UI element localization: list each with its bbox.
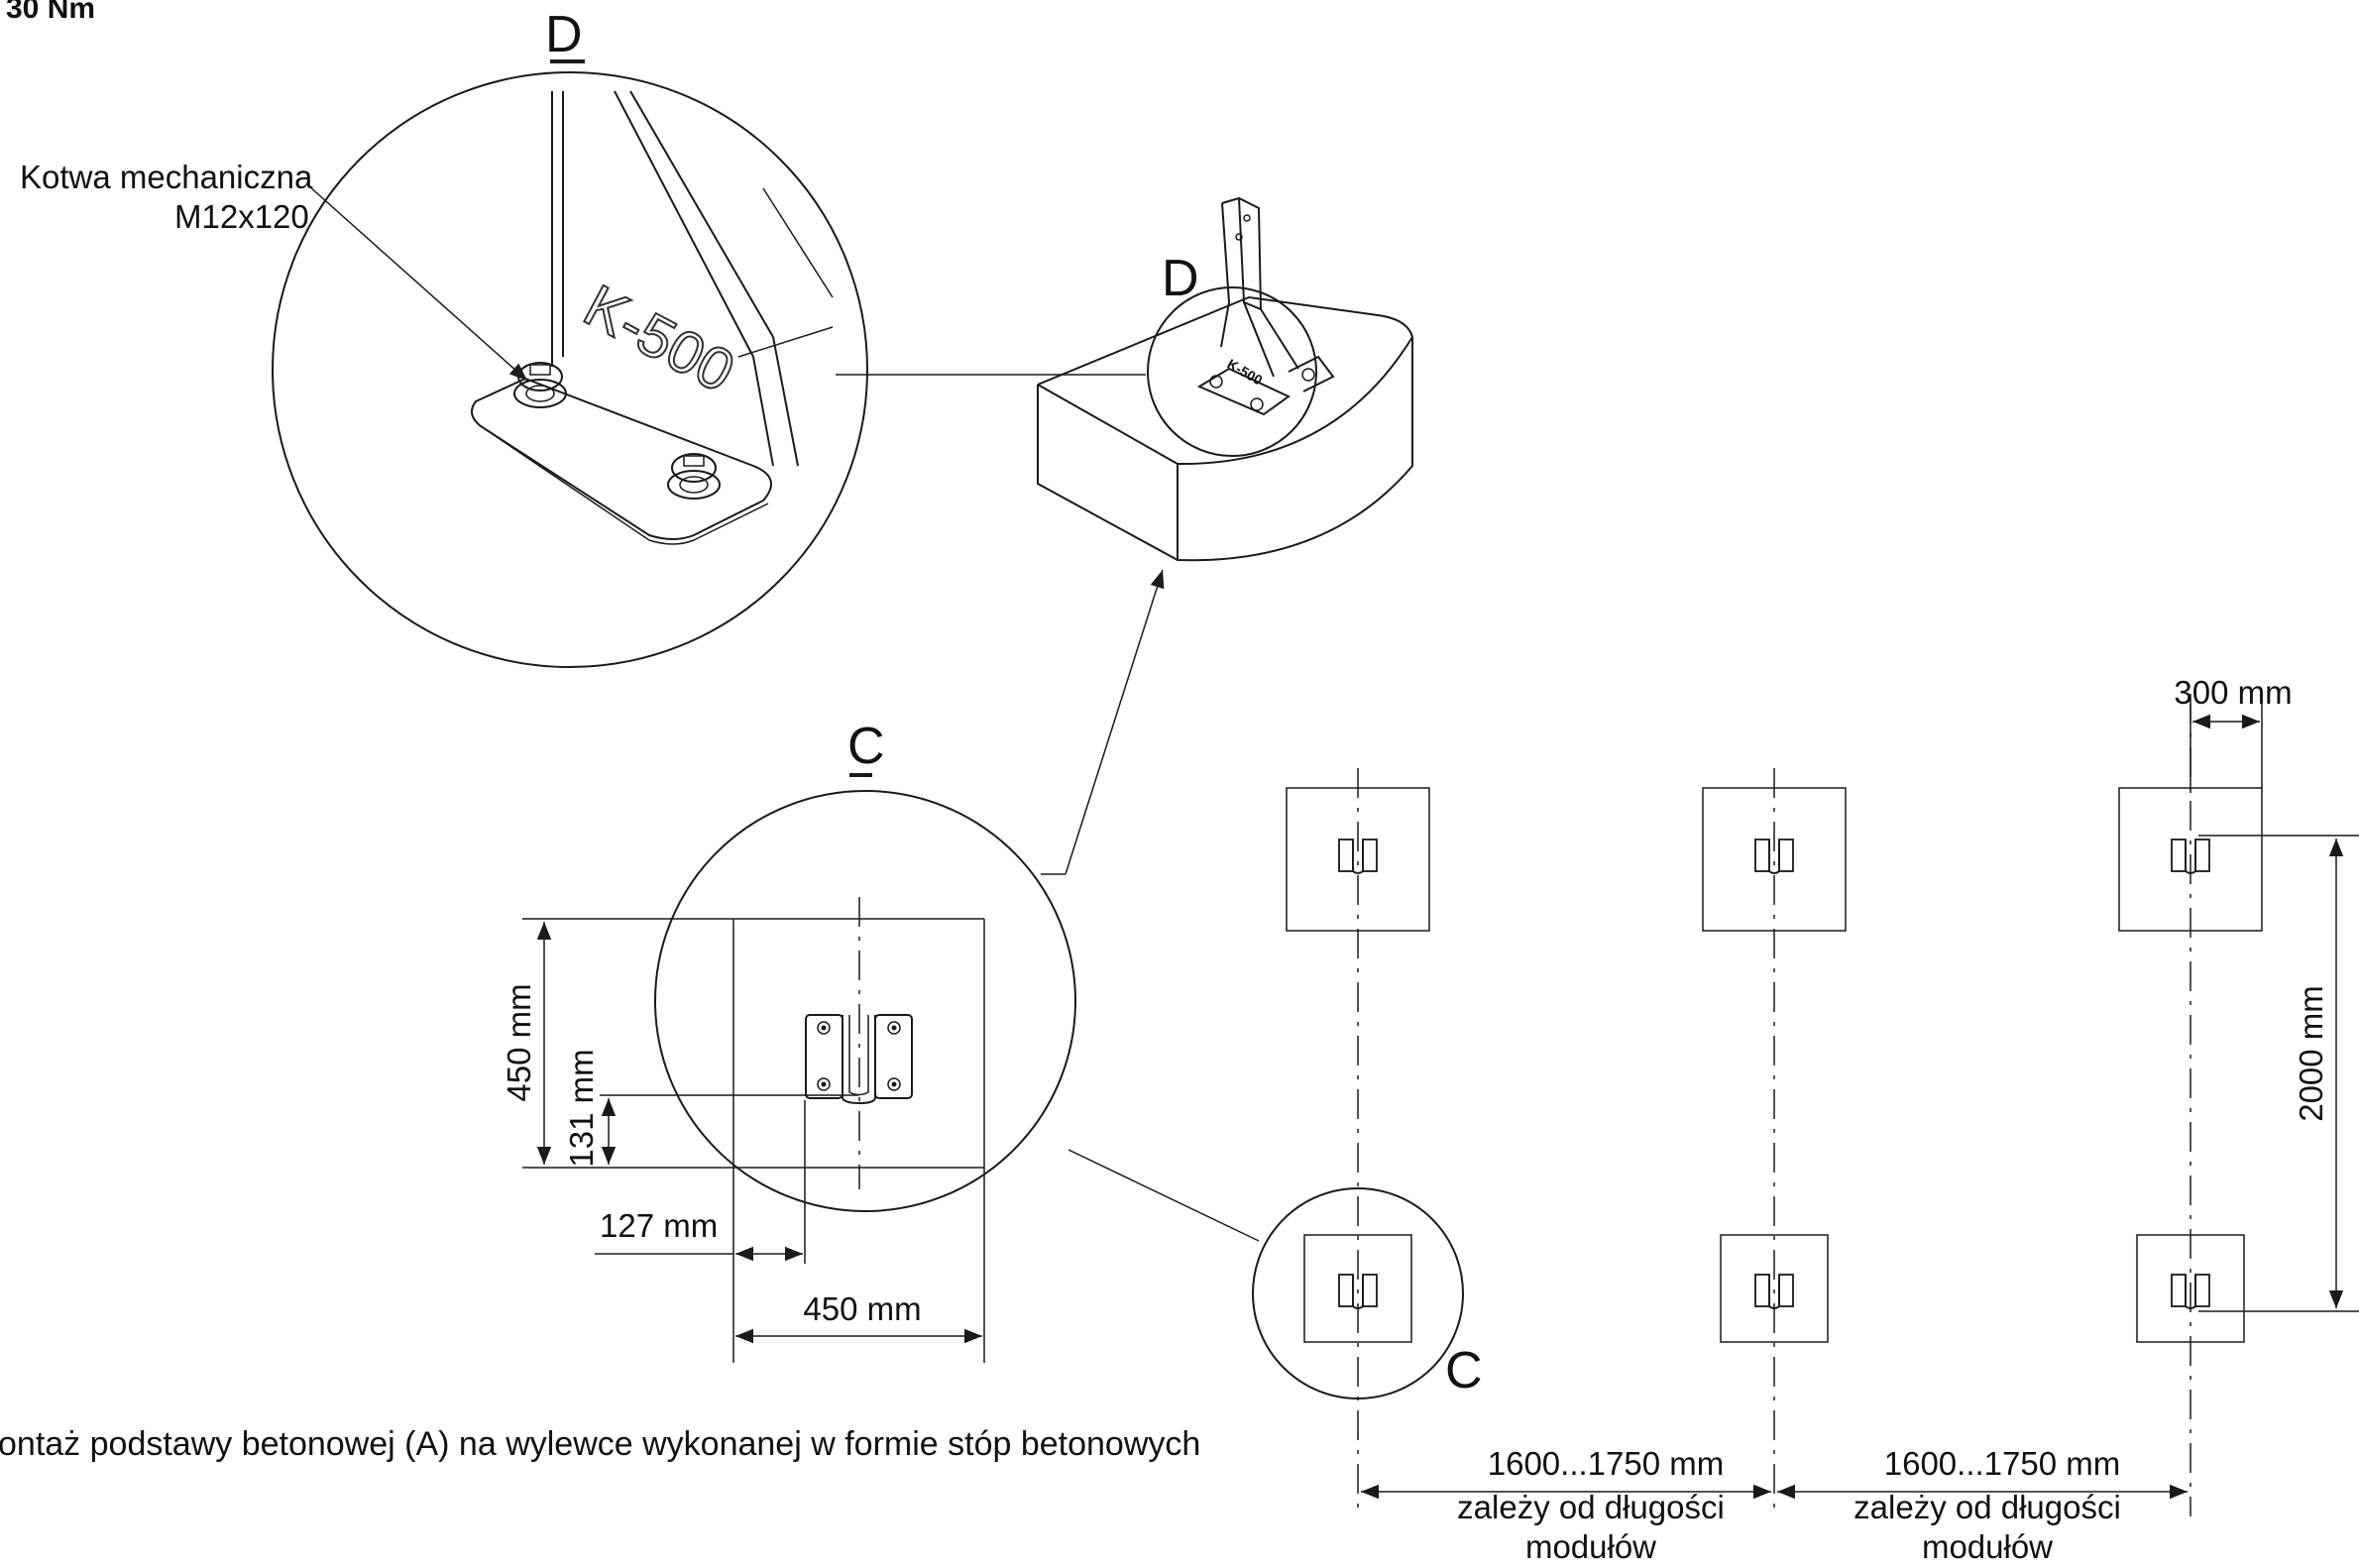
dim-height-label: 450 mm <box>501 983 537 1101</box>
detail-d: D K-500 Kotwa mechaniczna M12x120 <box>20 6 1146 668</box>
block-outline <box>1037 295 1413 562</box>
small-bracket <box>1220 196 1299 378</box>
pad-top-2 <box>1702 787 1847 932</box>
base-plate <box>471 377 772 540</box>
bracket-lines <box>737 187 834 358</box>
dim-width-label: 450 mm <box>803 1290 921 1327</box>
pad-top-1 <box>1286 787 1430 932</box>
concrete-block: K-500 D <box>1037 196 1413 562</box>
anchor-nut-icon <box>513 362 567 408</box>
block-detail-circle <box>1147 286 1317 457</box>
detail-d-marker: D <box>1162 250 1199 307</box>
caption: ontaż podstawy betonowej (A) na wylewce … <box>0 1425 1200 1463</box>
dim-offset-h-label: 127 mm <box>600 1207 718 1244</box>
spacing-1-note-line1: zależy od długości <box>1457 1489 1725 1525</box>
spacing-1-note-line2: modułów <box>1525 1528 1656 1565</box>
small-bolt-icon-3 <box>1301 368 1315 382</box>
block-top-edge <box>1037 336 1413 466</box>
anchor-nut-icon-2 <box>667 453 721 500</box>
detail-d-circle <box>272 71 868 668</box>
spacing-2-note-line1: zależy od długości <box>1854 1489 2121 1525</box>
small-bolt-icon-2 <box>1250 397 1264 411</box>
pad-bottom-3 <box>2136 1234 2245 1343</box>
pad-bottom-2 <box>1720 1234 1829 1343</box>
spacing-1-value: 1600...1750 mm <box>1488 1445 1724 1482</box>
detail-c-title: C <box>847 718 885 775</box>
spacing-2-value: 1600...1750 mm <box>1884 1445 2120 1482</box>
bracket-plan-icon <box>805 1014 913 1105</box>
dim-pad-width-label: 300 mm <box>2174 674 2292 711</box>
base-plate-edge <box>480 425 769 545</box>
small-engraving: K-500 <box>1225 356 1266 389</box>
small-bolt-icon <box>1209 375 1223 389</box>
dim-row-spacing-label: 2000 mm <box>2293 985 2329 1122</box>
spacing-2-note-line2: modułów <box>1922 1528 2053 1565</box>
anchor-label-line1: Kotwa mechaniczna <box>20 159 313 195</box>
plan-view: C 300 mm 2000 mm 1600...1750 mm zależy o… <box>1252 674 2359 1565</box>
detail-c-connector <box>1067 1149 1260 1242</box>
anchor-leader <box>308 185 528 382</box>
torque-note: 30 Nm <box>6 0 95 25</box>
detail-d-title: D <box>545 6 583 63</box>
detail-c-circle <box>654 790 1076 1212</box>
small-plate <box>1196 355 1335 416</box>
pad-bottom-1 <box>1303 1234 1412 1343</box>
small-bolt-icon-4 <box>1235 233 1243 241</box>
anchor-label-line2: M12x120 <box>174 198 309 235</box>
dim-offset-v-label: 131 mm <box>563 1049 600 1167</box>
plan-detail-c-circle <box>1252 1187 1464 1400</box>
small-bolt-icon-5 <box>1243 214 1251 222</box>
plan-detail-c-marker: C <box>1445 1342 1483 1400</box>
bracket-upright <box>551 90 799 467</box>
detail-c: C 450 mm 131 mm 127 mm <box>501 718 1260 1363</box>
plan-bracket-icon <box>1338 839 2210 1309</box>
detail-c-to-block-arrow <box>1065 569 1165 875</box>
